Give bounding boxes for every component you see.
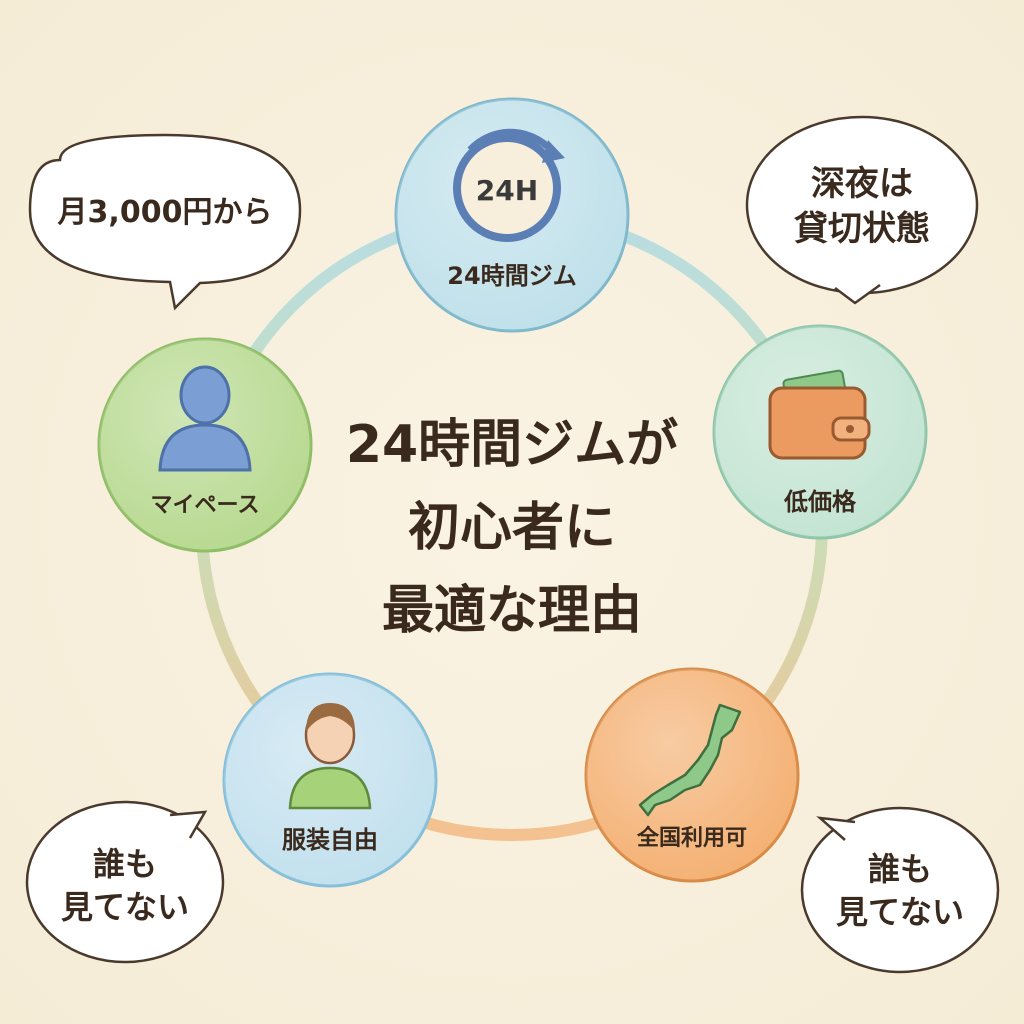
- bubble-text-line1: 誰も: [93, 845, 157, 883]
- node-nationwide: 全国利用可: [584, 667, 800, 883]
- node-my-pace: マイペース: [97, 337, 313, 553]
- node-24h-gym: 24H 24時間ジム: [394, 97, 630, 333]
- japan-map-icon: [638, 703, 742, 817]
- user-silhouette-icon: [158, 365, 252, 472]
- bubble-text-line2: 見てない: [836, 893, 964, 931]
- node-low-price: 低価格: [712, 324, 928, 540]
- bubble-text-line1: 深夜は: [811, 164, 913, 204]
- node-label: 服装自由: [282, 826, 378, 854]
- bubble-text-line1: 誰も: [868, 850, 932, 888]
- speech-bubble-bottom-left: 誰も 見てない: [25, 800, 225, 964]
- clock-24h-icon: 24H: [453, 128, 565, 242]
- title-line2: 初心者に: [408, 498, 616, 558]
- node-label: 全国利用可: [636, 825, 747, 851]
- wallet-icon: [768, 369, 871, 460]
- main-title: 24時間ジムが 初心者に 最適な理由: [346, 415, 678, 641]
- person-icon: [288, 703, 372, 810]
- title-line3: 最適な理由: [382, 581, 642, 641]
- speech-bubble-bottom-right: 誰も 見てない: [800, 806, 1000, 974]
- bubble-text: 月3,000円から: [58, 195, 273, 230]
- title-line1: 24時間ジムが: [346, 415, 678, 475]
- node-label: マイペース: [151, 493, 260, 518]
- node-label: 24時間ジム: [447, 262, 576, 290]
- bubble-text-line2: 貸切状態: [794, 209, 930, 249]
- bubble-text-line2: 見てない: [61, 888, 189, 926]
- node-free-clothing: 服装自由: [222, 672, 438, 888]
- clock-text: 24H: [476, 174, 538, 207]
- speech-bubble-top-left: 月3,000円から: [28, 133, 302, 311]
- speech-bubble-top-right: 深夜は 貸切状態: [745, 115, 979, 305]
- node-label: 低価格: [783, 488, 857, 516]
